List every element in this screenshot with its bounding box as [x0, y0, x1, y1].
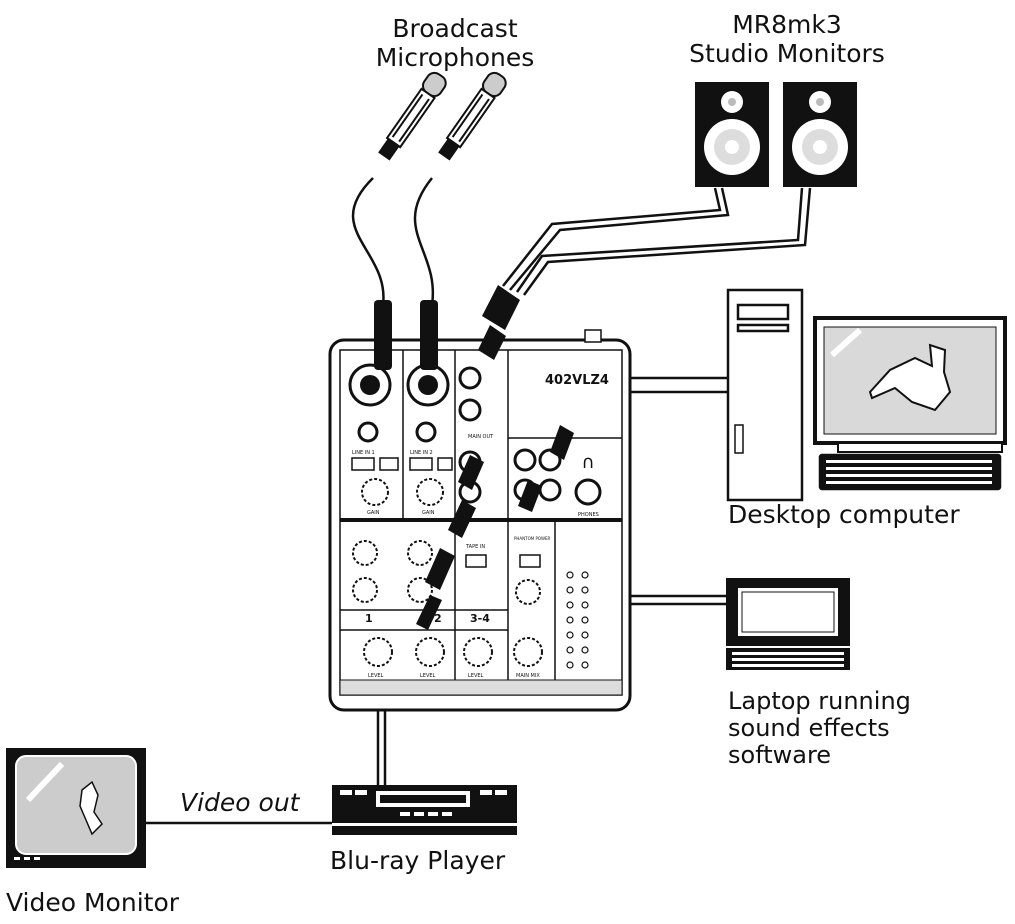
connectors	[374, 285, 574, 630]
monitor-cable-left	[509, 187, 730, 291]
broadcast-microphones-label: Broadcast Microphones	[365, 14, 545, 72]
desktop-computer-label: Desktop computer	[728, 500, 960, 529]
phantom-power-label: PHANTOM POWER	[514, 536, 551, 541]
knob-label-gain-1: GAIN	[367, 510, 380, 516]
channel-2-label: 2	[434, 612, 442, 625]
line-in-1-label: LINE IN 1	[352, 450, 375, 456]
video-monitor	[6, 748, 146, 868]
monitor-cable-left-b	[502, 187, 722, 287]
knob-label-level-1: LEVEL	[368, 673, 384, 679]
knob-label-level-34: LEVEL	[468, 673, 484, 679]
monitor-cable-right-b	[515, 187, 804, 293]
tape-in-label: TAPE IN	[465, 544, 485, 550]
channel-1-label: 1	[365, 612, 373, 625]
knob-label-main-mix: MAIN MIX	[516, 673, 540, 679]
video-out-label: Video out	[180, 788, 300, 817]
broadcast-microphones-label-line1: Broadcast	[392, 14, 518, 43]
mic-cable-1	[351, 177, 385, 306]
studio-monitors-label-line2: Studio Monitors	[689, 39, 885, 68]
laptop-label-line1: Laptop running	[728, 687, 911, 715]
mixer-402vlz4: ∩	[328, 329, 632, 712]
video-monitor-label: Video Monitor	[6, 888, 180, 917]
knob-label-gain-2: GAIN	[422, 510, 435, 516]
phones-label: PHONES	[578, 512, 599, 518]
laptop-label-line2: sound effects	[728, 714, 890, 742]
broadcast-microphones	[378, 71, 507, 161]
channel-34-label: 3-4	[470, 612, 490, 625]
laptop-label-line3: software	[728, 741, 832, 769]
studio-monitors-label-line1: MR8mk3	[732, 10, 842, 39]
bluray-player-label: Blu-ray Player	[330, 846, 506, 875]
studio-monitor-right	[783, 82, 857, 187]
svg-text:∩: ∩	[581, 452, 594, 473]
mixer-model-label: 402VLZ4	[545, 373, 609, 388]
studio-monitors-label: MR8mk3 Studio Monitors	[672, 10, 902, 68]
monitor-cable-right	[522, 187, 812, 296]
knob-label-level-2: LEVEL	[420, 673, 436, 679]
mic-cable-2	[413, 177, 435, 306]
laptop-label: Laptop running sound effects software	[728, 688, 911, 769]
desktop-computer	[726, 288, 1007, 502]
studio-monitor-left	[695, 82, 769, 187]
broadcast-microphones-label-line2: Microphones	[375, 43, 535, 72]
bluray-player	[332, 785, 517, 835]
main-out-label: MAIN OUT	[468, 434, 494, 440]
laptop	[726, 578, 850, 670]
line-in-2-label: LINE IN 2	[410, 450, 433, 456]
